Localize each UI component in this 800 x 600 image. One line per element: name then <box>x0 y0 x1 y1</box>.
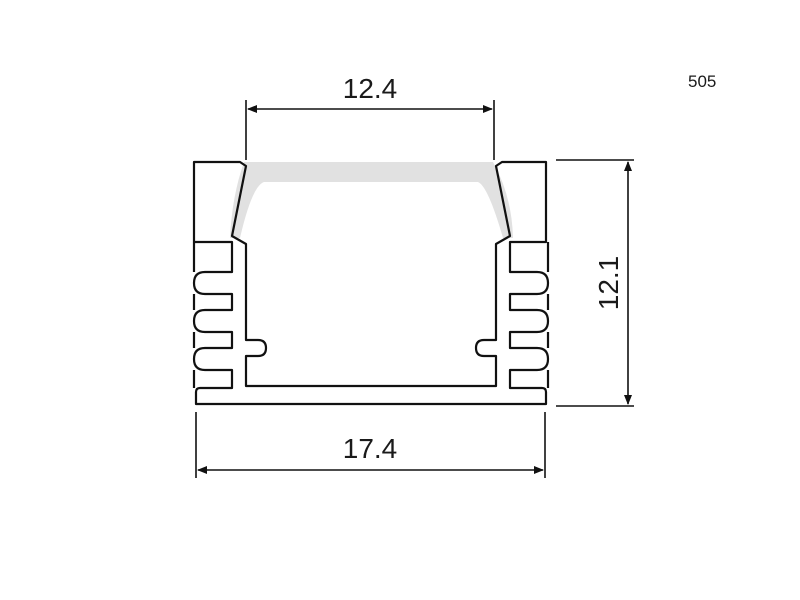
bottom-width-value: 17.4 <box>343 433 398 464</box>
height-value: 12.1 <box>593 256 624 311</box>
model-code-label: 505 <box>688 72 717 91</box>
top-width-value: 12.4 <box>343 73 398 104</box>
diffuser-cover <box>230 162 513 238</box>
bottom-width-dimension: 17.4 <box>195 412 546 478</box>
top-width-dimension: 12.4 <box>245 73 495 160</box>
profile-outline <box>192 160 550 406</box>
height-dimension: 12.1 <box>556 159 634 407</box>
